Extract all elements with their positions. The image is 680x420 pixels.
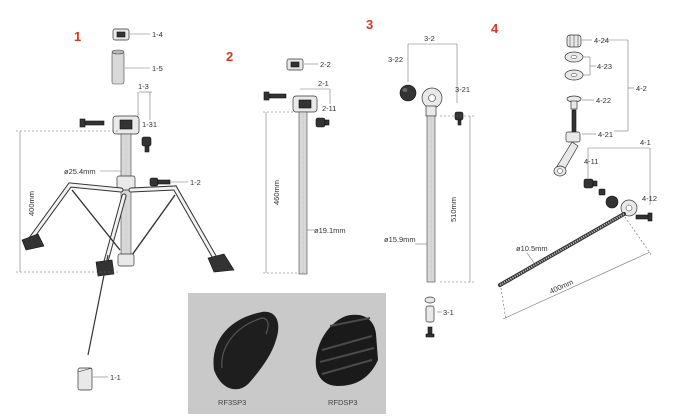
part-collar — [116, 175, 136, 191]
label-2-2: 2-2 — [320, 60, 331, 69]
part-1-4-clamp — [112, 28, 130, 41]
label-3-1: 3-1 — [443, 308, 454, 317]
section-number-3: 3 — [366, 17, 373, 32]
part-4-11-wing-nut — [583, 178, 598, 189]
dim-1-diameter: ø25.4mm — [64, 167, 96, 176]
part-4-knob — [598, 188, 619, 209]
part-1-1-rubber-foot — [77, 367, 93, 391]
label-4-23: 4-23 — [597, 62, 612, 71]
part-1-2-wing-bolt — [149, 177, 171, 187]
dim-2-diameter: ø19.1mm — [314, 226, 346, 235]
label-4-24: 4-24 — [594, 36, 609, 45]
label-1-2: 1-2 — [190, 178, 201, 187]
label-3-2: 3-2 — [424, 34, 435, 43]
label-2-1: 2-1 — [318, 79, 329, 88]
label-4-1: 4-1 — [640, 138, 651, 147]
label-3-21: 3-21 — [455, 85, 470, 94]
label-1-31: 1-31 — [142, 120, 157, 129]
dim-1-height: 400mm — [27, 191, 36, 216]
section-number-2: 2 — [226, 49, 233, 64]
dim-3-height: 510mm — [449, 197, 458, 222]
part-2-1-clamp — [263, 91, 318, 113]
dim-3-diameter: ø15.9mm — [384, 235, 416, 244]
label-4-2: 4-2 — [636, 84, 647, 93]
part-4-boom-end — [620, 199, 653, 222]
label-1-1: 1-1 — [110, 373, 121, 382]
part-4-boom-rod — [498, 212, 626, 287]
label-2-11: 2-11 — [322, 104, 336, 113]
part-2-2-clamp — [286, 58, 304, 71]
part-3-22-knob — [399, 84, 417, 102]
part-3-1-end-cap — [424, 296, 436, 338]
section-number-4: 4 — [491, 21, 499, 36]
photo-caption-rfdsp3: RFDSP3 — [328, 398, 358, 407]
part-1-5-sleeve — [111, 49, 125, 85]
dim-4-length: 400mm — [548, 277, 575, 295]
part-1-3-upper-clamp — [79, 115, 140, 135]
rubber-feet-photo — [188, 293, 386, 414]
part-4-21-clamp-arm — [553, 109, 581, 177]
label-1-4: 1-4 — [152, 30, 163, 39]
label-4-11: 4-11 — [584, 157, 598, 166]
photo-caption-rf3sp3: RF3SP3 — [218, 398, 246, 407]
label-4-22: 4-22 — [596, 96, 611, 105]
label-4-12: 4-12 — [642, 194, 657, 203]
part-1-31-wing-nut — [141, 136, 152, 153]
dim-4-diameter: ø10.5mm — [516, 244, 548, 253]
label-1-3: 1-3 — [138, 82, 149, 91]
part-3-21-wing-nut — [454, 111, 464, 126]
part-4-22-washer — [566, 95, 582, 110]
part-2-11-wing-nut — [315, 117, 330, 128]
part-4-24-cap — [566, 34, 582, 48]
part-tripod-legs — [27, 182, 218, 268]
label-1-5: 1-5 — [152, 64, 163, 73]
label-3-22: 3-22 — [388, 55, 403, 64]
label-4-21: 4-21 — [598, 130, 613, 139]
part-3-tilter-head — [421, 87, 443, 117]
section-number-1: 1 — [74, 29, 81, 44]
part-4-23-washers — [564, 51, 584, 81]
dim-2-height: 460mm — [272, 180, 281, 205]
